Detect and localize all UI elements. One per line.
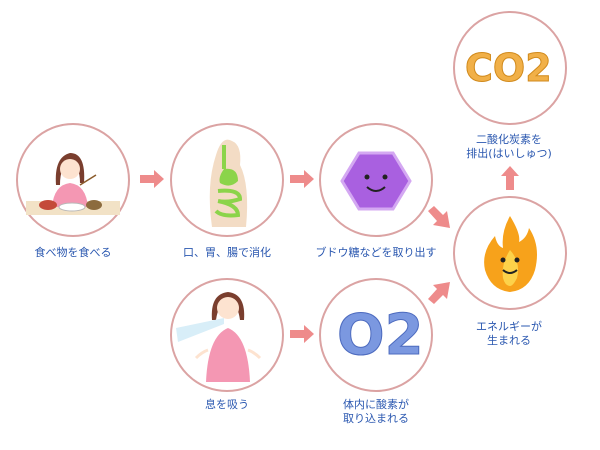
digestive-system-icon <box>209 139 248 227</box>
glucose-hexagon-icon <box>340 151 412 211</box>
arrow-glucose-to-energy <box>428 206 450 228</box>
glucose-label: ブドウ糖などを取り出す <box>301 246 451 260</box>
oxygen-label: 体内に酸素が 取り込まれる <box>301 398 451 426</box>
oxygen-o2-icon: O2 <box>337 303 425 369</box>
eat-label-text: 食べ物を食べる <box>34 246 112 259</box>
arrow-digest-to-glucose <box>290 170 314 188</box>
energy-label: エネルギーが 生まれる <box>434 320 584 348</box>
arrow-oxygen-to-energy <box>428 282 450 304</box>
energy-flame-icon <box>484 216 537 292</box>
energy-label-line-2: 生まれる <box>487 334 531 347</box>
carbon-dioxide-co2-icon: CO2 <box>465 46 553 91</box>
o2-text: O2 <box>337 303 424 368</box>
oxygen-label-line-2: 取り込まれる <box>343 412 409 425</box>
eat-label: 食べ物を食べる <box>0 246 148 260</box>
oxygen-label-line-1: 体内に酸素が <box>343 398 409 411</box>
co2-circle: CO2 <box>453 11 567 125</box>
breathe-circle <box>170 278 284 392</box>
breathe-label: 息を吸う <box>152 398 302 412</box>
co2-label-line-2: 排出(はいしゅつ) <box>466 147 552 160</box>
digest-circle <box>170 123 284 237</box>
breathe-label-text: 息を吸う <box>205 398 249 411</box>
girl-eating-icon <box>26 153 120 215</box>
digest-label: 口、胃、腸で消化 <box>152 246 302 260</box>
girl-breathing-icon <box>176 292 262 382</box>
arrow-breathe-to-oxygen <box>290 325 314 343</box>
arrow-energy-to-co2 <box>501 166 519 190</box>
energy-circle <box>453 196 567 310</box>
glucose-label-text: ブドウ糖などを取り出す <box>315 246 437 259</box>
oxygen-circle: O2 <box>319 278 433 392</box>
co2-label-line-1: 二酸化炭素を <box>476 133 542 146</box>
co2-text: CO2 <box>465 46 552 90</box>
arrow-eat-to-digest <box>140 170 164 188</box>
eat-circle <box>16 123 130 237</box>
glucose-circle <box>319 123 433 237</box>
energy-label-line-1: エネルギーが <box>476 320 542 333</box>
co2-label: 二酸化炭素を 排出(はいしゅつ) <box>434 133 584 161</box>
digest-label-text: 口、胃、腸で消化 <box>183 246 271 259</box>
